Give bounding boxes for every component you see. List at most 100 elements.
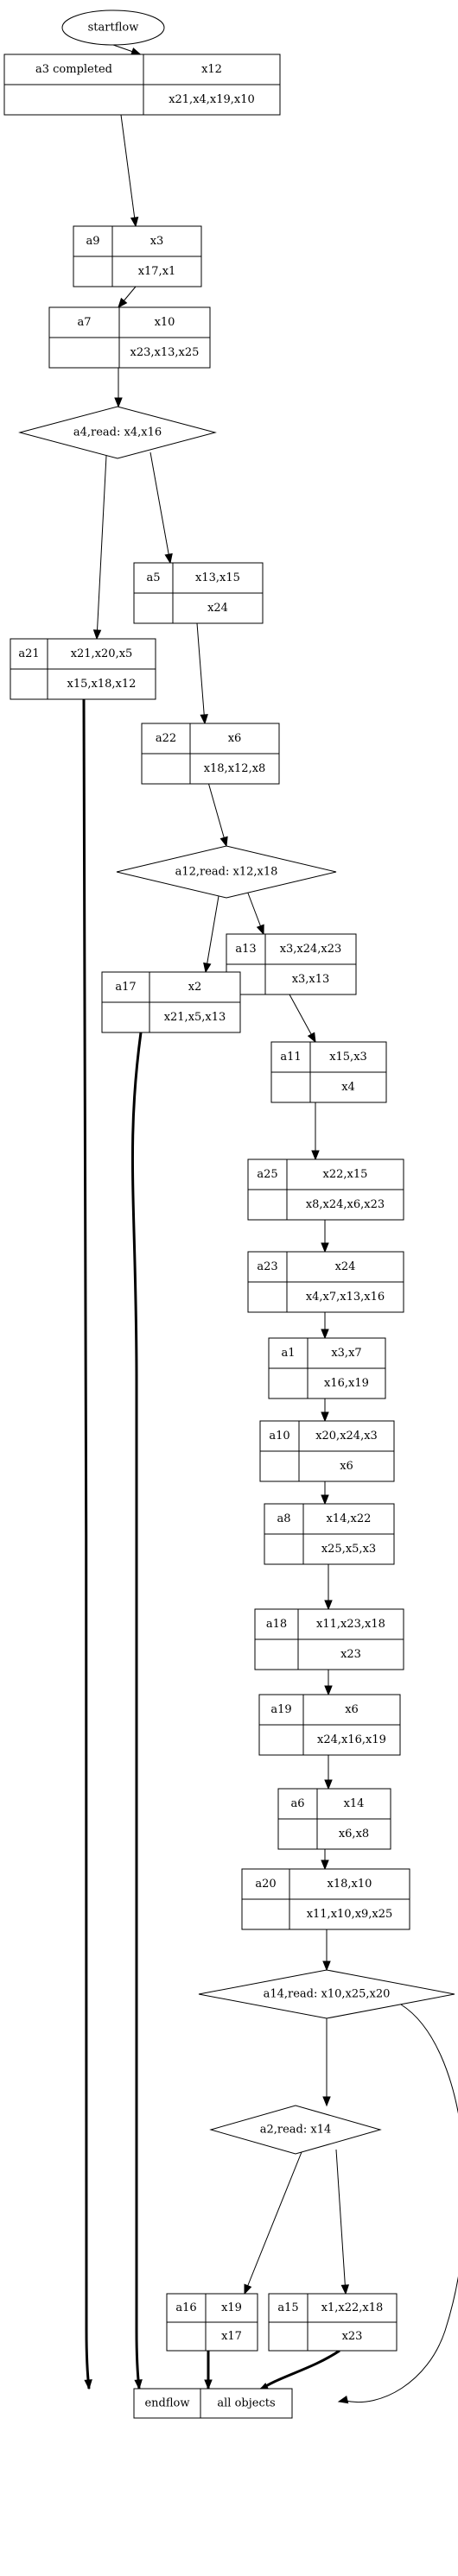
edge-arrowhead bbox=[164, 552, 173, 565]
edge-line bbox=[149, 451, 171, 564]
edge-arrowhead bbox=[321, 1329, 329, 1340]
activity-inputs: x23 bbox=[340, 1648, 361, 1661]
activity-title: a11 bbox=[280, 1051, 301, 1064]
edge-arrowhead bbox=[340, 2284, 350, 2295]
edge-arrowhead bbox=[114, 397, 123, 408]
activity-outputs: x14 bbox=[344, 1797, 365, 1810]
activity-node-a17: a17 x2 x21,x5,x13 bbox=[101, 971, 241, 1033]
edge-line bbox=[96, 455, 107, 640]
activity-title: a25 bbox=[257, 1168, 277, 1181]
edge-arrowhead bbox=[203, 962, 212, 974]
edge-start-a3 bbox=[112, 44, 142, 56]
activity-outputs: x3,x7 bbox=[331, 1347, 361, 1360]
edge-arrowhead bbox=[324, 1779, 333, 1790]
activity-inputs: x4,x7,x13,x16 bbox=[306, 1291, 385, 1304]
edge-arrowhead bbox=[322, 2096, 331, 2107]
activity-title: a7 bbox=[77, 316, 91, 329]
activity-title: a23 bbox=[257, 1260, 277, 1273]
edge-a3-a9 bbox=[120, 114, 139, 228]
edge-d14-end bbox=[337, 2004, 458, 2404]
edge-arrowhead bbox=[130, 216, 139, 228]
edge-line bbox=[345, 2004, 458, 2402]
decision-node-d12: a12,read: x12,x18 bbox=[116, 845, 337, 899]
edge-arrowhead bbox=[321, 1411, 329, 1423]
edge-arrowhead bbox=[324, 1685, 333, 1696]
edge-a15-end bbox=[258, 2349, 340, 2392]
activity-outputs: x18,x10 bbox=[328, 1878, 372, 1891]
edge-a16-end bbox=[204, 2351, 213, 2390]
activity-title: a16 bbox=[175, 2301, 196, 2314]
edge-a1-a10 bbox=[321, 1398, 329, 1423]
activity-inputs: x4 bbox=[341, 1081, 355, 1094]
edge-a8-a18 bbox=[324, 1564, 333, 1611]
activity-outputs: x20,x24,x3 bbox=[315, 1430, 378, 1443]
activity-title: a17 bbox=[115, 981, 136, 994]
activity-node-a13: a13 x3,x24,x23 x3,x13 bbox=[226, 933, 357, 995]
activity-outputs: x3 bbox=[150, 235, 164, 248]
decision-diamond bbox=[209, 2105, 382, 2155]
activity-outputs: x24 bbox=[335, 1260, 356, 1273]
edge-a7-d4 bbox=[114, 368, 123, 408]
edge-line bbox=[244, 2143, 306, 2295]
activity-inputs: x3,x13 bbox=[292, 973, 330, 986]
activity-title: a6 bbox=[290, 1797, 304, 1810]
activity-title: a9 bbox=[86, 235, 99, 248]
activity-inputs: x15,x18,x12 bbox=[67, 678, 137, 691]
edge-d2-a15 bbox=[335, 2149, 350, 2295]
edge-a21-end bbox=[82, 698, 92, 2390]
edge-a19-a6 bbox=[324, 1755, 333, 1790]
edge-arrowhead bbox=[324, 1600, 333, 1611]
edge-line bbox=[335, 2149, 347, 2295]
activity-title: a21 bbox=[18, 647, 39, 660]
edge-arrowhead bbox=[256, 924, 264, 936]
all-objects-label: all objects bbox=[217, 2397, 275, 2410]
edge-a20-d14 bbox=[322, 1929, 331, 1972]
activity-title: a15 bbox=[277, 2301, 298, 2314]
activity-outputs: x22,x15 bbox=[323, 1168, 368, 1181]
activity-node-a23: a23 x24 x4,x7,x13,x16 bbox=[247, 1251, 404, 1313]
edges-layer bbox=[82, 44, 458, 2404]
edge-a25-a23 bbox=[321, 1220, 329, 1253]
activity-inputs: x18,x12,x8 bbox=[204, 762, 266, 775]
activity-outputs: x6 bbox=[228, 732, 242, 745]
edge-arrowhead bbox=[134, 2379, 143, 2390]
edge-d14-d2 bbox=[322, 2018, 331, 2107]
activity-inputs: x17,x1 bbox=[138, 265, 176, 278]
activity-inputs: x8,x24,x6,x23 bbox=[306, 1198, 385, 1211]
edge-arrowhead bbox=[307, 1032, 316, 1044]
activity-inputs: x21,x5,x13 bbox=[164, 1011, 226, 1024]
edge-d4-a21 bbox=[92, 455, 107, 641]
activity-title: a8 bbox=[277, 1512, 290, 1525]
activity-outputs: x10 bbox=[155, 316, 175, 329]
edge-line bbox=[205, 895, 219, 973]
edge-arrowhead bbox=[321, 1242, 329, 1253]
edge-a10-a8 bbox=[321, 1481, 329, 1506]
edge-arrowhead bbox=[130, 47, 142, 56]
edge-a13-a11 bbox=[289, 994, 316, 1044]
activity-title: a13 bbox=[235, 943, 256, 956]
activity-outputs: x2 bbox=[188, 981, 202, 994]
edge-arrowhead bbox=[84, 2379, 92, 2390]
edge-arrowhead bbox=[200, 714, 208, 725]
activity-outputs: x6 bbox=[345, 1703, 359, 1716]
activity-outputs: x1,x22,x18 bbox=[321, 2301, 384, 2314]
activity-inputs: x17 bbox=[221, 2330, 242, 2343]
decision-label: a14,read: x10,x25,x20 bbox=[264, 1988, 391, 2001]
edge-line bbox=[120, 114, 137, 227]
activity-node-a25: a25 x22,x15 x8,x24,x6,x23 bbox=[247, 1159, 404, 1221]
edge-arrowhead bbox=[92, 629, 102, 641]
edge-arrowhead bbox=[219, 836, 228, 848]
activity-outputs: x3,x24,x23 bbox=[280, 943, 342, 956]
start-node: startflow bbox=[61, 9, 165, 46]
